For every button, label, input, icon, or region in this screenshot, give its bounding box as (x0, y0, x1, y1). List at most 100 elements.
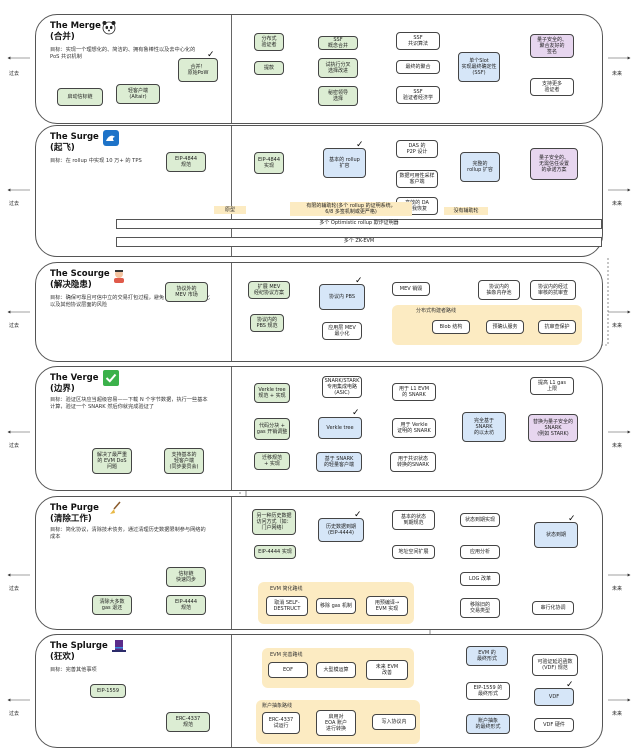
wave-icon (103, 130, 119, 146)
group-label: 账户抽象路线 (262, 703, 293, 709)
node-pbs: 协议内 PBS (319, 284, 365, 310)
node-eip1559: EIP-1559 (90, 684, 126, 698)
node-state-expire: 状态到期实现 (460, 513, 500, 527)
note-fraud: 有限的辅助轮(多个 rollup 的证明系统， 6/8 多签机制或更严格) (290, 202, 412, 216)
node-quantum-snark: 替换为量子安全的 SNARK (例如 STARK) (528, 414, 578, 442)
node-log-reform: LOG 改革 (460, 572, 500, 586)
person-icon (111, 268, 127, 284)
node-data-sample: 数据可用性采样 客户端 (396, 170, 438, 188)
node-precompile: 用预编译→ EVM 实现 (366, 596, 408, 616)
label-past: 过去 (9, 323, 20, 329)
checkmark-icon: ✓ (352, 408, 360, 418)
node-address-space: 地址空间扩展 (392, 545, 435, 559)
node-in-protocol: 写入协议内 (372, 714, 416, 730)
node-dist-validators: 分布式 验证者 (254, 33, 284, 51)
node-more-validators: 支持更多 验证者 (530, 78, 574, 96)
top-hat-icon (111, 638, 127, 654)
note-no-aux: 没有辅助轮 (444, 207, 488, 215)
node-selfdestruct: 取消 SELF- DESTRUCT (266, 596, 308, 616)
node-trial-fork: 试执行分叉 选择改进 (318, 58, 358, 78)
node-evm-final: EVM 的 最终形式 (466, 646, 508, 666)
node-erc4337-impl: ERC-4337 试运行 (262, 712, 300, 734)
node-aa-final: 账户抽象 的最终形式 (466, 714, 510, 734)
node-preconf: 预确认服务 (486, 320, 524, 334)
node-full-snark: 完全基于 SNARK 的以太坊 (462, 412, 506, 442)
bar-zkevm: 多个 ZK-EVM (116, 237, 602, 247)
node-in-protocol-pbs: 协议内的 PBS 规范 (250, 314, 284, 332)
node-vdf-hw: VDF 硬件 (534, 718, 574, 732)
checkmark-icon: ✓ (355, 276, 363, 286)
node-eip4444-spec: EIP-4444 规范 (166, 595, 206, 615)
node-withdrawals: 提款 (254, 61, 284, 75)
node-mev-burn: MEV 销毁 (392, 282, 430, 296)
node-mev-burn-ext: 扩展 MEV 经纪协议方案 (248, 281, 290, 299)
node-gas-observe: 移除 gas 机制 (316, 598, 356, 614)
node-history-expiry: 历史数据到期 (EIP-4444) (318, 518, 364, 542)
node-state-expiry: 状态到期 (534, 522, 578, 548)
node-ssf-econ: SSF 验证者经济学 (396, 86, 440, 104)
node-eof: EOF (268, 662, 308, 678)
node-simplify-tx: 移除旧的 交易类型 (460, 598, 500, 618)
panel-divider (231, 15, 232, 123)
node-snark-asic: SNARK/STARK 专用集成电路 (ASIC) (322, 376, 362, 398)
bar-optimistic: 多个 Optimistic rollup 欺诈证明器 (116, 219, 602, 229)
node-basic-light: 支持基本的 轻客户端 (同步委员会) (164, 448, 204, 474)
panel-goal: 目标：实现一个理想化的、简洁的、拥有鲁棒性以及去中心化的 PoS 共识机制 (50, 47, 196, 60)
panel-divider (231, 367, 232, 490)
panel-goal: 目标：确保可靠且可信中立的交易打包过程，避免 MEV 带来的中心化以及其他协议层… (50, 295, 210, 308)
node-paris: 合并！ 原始PoW (178, 58, 218, 82)
panel-title: The Surge(起飞) (50, 132, 99, 153)
node-anti-censor-proto: 协议内的经过 审核的抗审查 (530, 280, 576, 300)
node-beacon-sync: 信标链 快速同步 (166, 567, 206, 587)
node-eip1559-final: EIP-1559 的 最终形式 (466, 682, 510, 700)
node-verkle: Verkle tree (318, 417, 362, 439)
node-eip4844-spec: EIP-4844 规范 (166, 152, 206, 172)
checkmark-icon: ✓ (568, 514, 576, 524)
label-past: 过去 (9, 443, 20, 449)
label-past: 过去 (9, 71, 20, 77)
node-mev-min: 应用层 MEV 最小化 (322, 322, 362, 340)
node-finality-agg: 最终的聚合 (396, 60, 440, 74)
node-hard-fork-prep: 秘密领导 选择 (318, 86, 358, 106)
label-past: 过去 (9, 711, 20, 717)
node-inclusion-list: 协议内的 抽象内存池 (478, 280, 520, 300)
panel-goal: 目标：验证区块应当超级容易——下载 N 个字节数据，执行一些基本计算，验证一个 … (50, 397, 208, 410)
group-label: EVM 完善路线 (270, 652, 303, 658)
checkmark-icon: ✓ (207, 50, 215, 60)
node-blob-pool: Blob 结构 (432, 320, 470, 334)
panel-goal: 目标：完善其他事项 (50, 667, 97, 673)
checkmark-icon: ✓ (354, 510, 362, 520)
node-vdf: VDF (534, 688, 574, 706)
label-past: 过去 (9, 586, 20, 592)
node-alternate-hist: 另一种历史数据 访问方式（如： 门户网络） (252, 509, 296, 535)
node-eip4844-impl: EIP-4844 实现 (254, 152, 284, 174)
note-raw: 原型 (214, 206, 246, 214)
node-increase-gas: 提高 L1 gas 上限 (530, 377, 574, 395)
node-genesis: 启动信标链 (57, 88, 103, 106)
node-vdf-research: 可验证延迟函数 (VDF) 规范 (532, 654, 578, 676)
label-future: 未来 (612, 443, 623, 449)
panel-title: The Merge(合并) (50, 21, 101, 42)
node-verkle-spec: Verkle tree 规范 + 实现 (254, 383, 290, 403)
node-eip4444-impl: EIP-4444 实现 (254, 545, 296, 559)
panel-title: The Verge(边界) (50, 373, 99, 394)
node-quantum-sig: 量子安全的、 聚合友好的 签名 (530, 34, 574, 58)
node-migration: 迁移规范 + 实现 (254, 452, 290, 470)
node-mev-market: 协议外的 MEV 市场 (165, 282, 208, 302)
node-eoa-migrate: 启用对 EOA 账户 进行转换 (316, 710, 356, 736)
node-l1-evm-snark: 用于 L1 EVM 的 SNARK (392, 383, 436, 401)
node-altair: 轻客户端 (Altair) (116, 84, 160, 104)
node-app-analysis: 应用分析 (460, 545, 500, 559)
label-future: 未来 (612, 586, 623, 592)
node-quantum-commit: 量子安全的、 无需信任设置 的承诺方案 (530, 148, 578, 180)
node-full-rollup: 完整的 rollup 扩容 (460, 152, 500, 182)
node-solve-proof: 解决了最严重 的 EVM DoS 问题 (92, 448, 132, 474)
node-das-p2p: DAS 的 P2P 设计 (396, 140, 438, 158)
checkbox-icon (103, 370, 119, 386)
node-gas-cost: 代码分块 + gas 开销调整 (254, 418, 290, 440)
node-bigint: 大型模运算 (316, 662, 356, 678)
broom-icon (107, 500, 123, 516)
panel-title: The Purge(清除工作) (50, 503, 99, 524)
node-consensus-snark: 用于共识状态 转换的SNARK (390, 452, 436, 472)
